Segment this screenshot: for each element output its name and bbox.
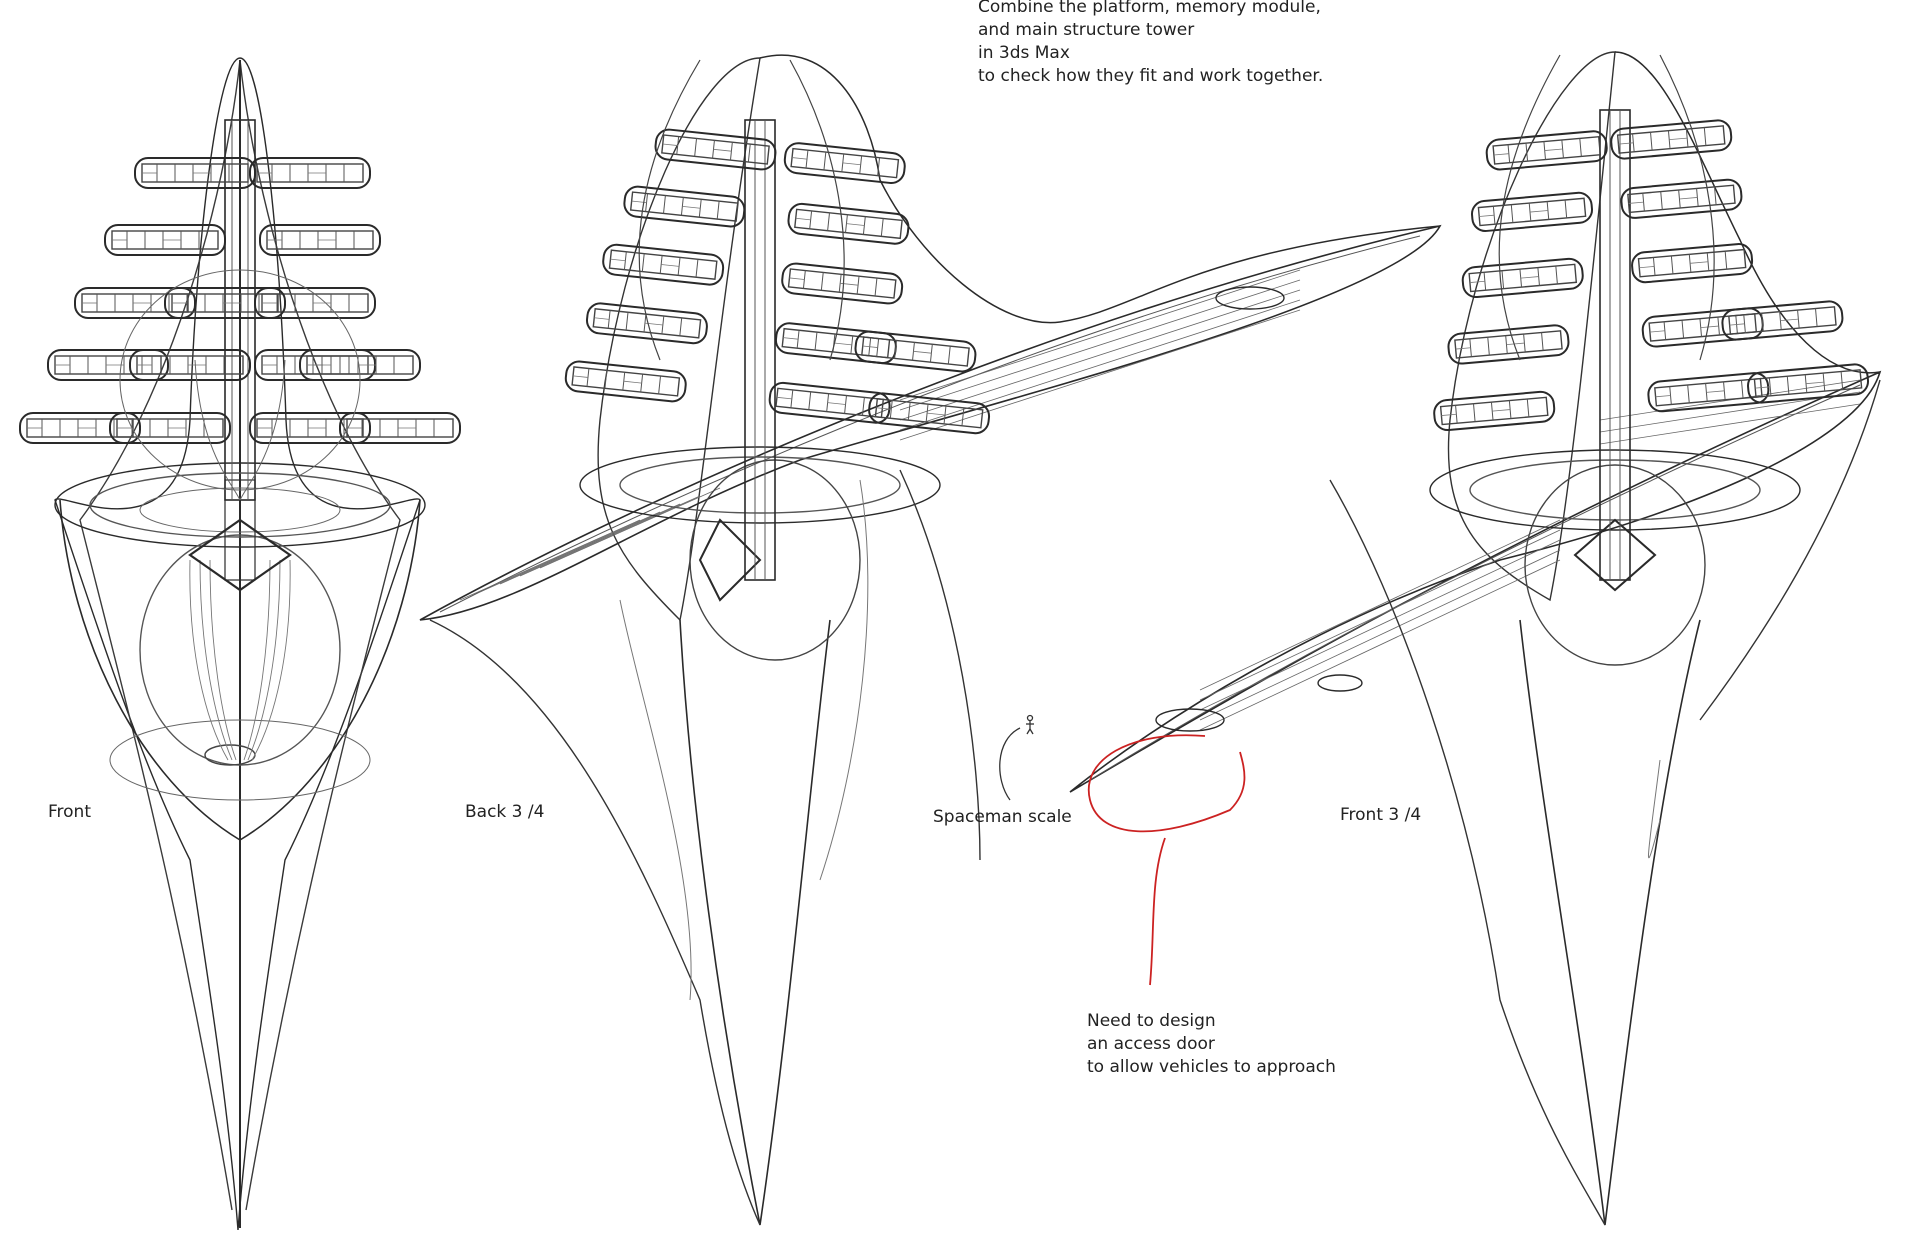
spaceman-figure-icon bbox=[1026, 714, 1034, 735]
spaceman-leader-line bbox=[999, 727, 1021, 801]
access-door-note-line: an access door bbox=[1087, 1034, 1215, 1054]
access-door-note-line: Need to design bbox=[1087, 1011, 1216, 1031]
design-note-line: in 3ds Max bbox=[978, 43, 1070, 63]
access-door-note: Need to design an access door to allow v… bbox=[1087, 1010, 1336, 1079]
design-note-line: to check how they fit and work together. bbox=[978, 66, 1324, 86]
back-three-quarter-view-label: Back 3 /4 bbox=[465, 802, 545, 822]
front-three-quarter-view-drawing bbox=[1069, 51, 1882, 1226]
front-view-drawing bbox=[19, 57, 461, 1231]
design-note-line: Combine the platform, memory module, bbox=[978, 0, 1321, 17]
access-door-leader-line bbox=[1149, 837, 1166, 986]
design-note-top: Combine the platform, memory module, and… bbox=[978, 0, 1323, 88]
front-view-label: Front bbox=[48, 802, 91, 822]
spaceman-scale-label: Spaceman scale bbox=[933, 807, 1072, 827]
back-three-quarter-view-drawing bbox=[419, 54, 1442, 1226]
access-door-note-line: to allow vehicles to approach bbox=[1087, 1057, 1336, 1077]
design-note-line: and main structure tower bbox=[978, 20, 1195, 40]
access-door-markup bbox=[1087, 734, 1246, 833]
front-three-quarter-view-label: Front 3 /4 bbox=[1340, 805, 1422, 825]
